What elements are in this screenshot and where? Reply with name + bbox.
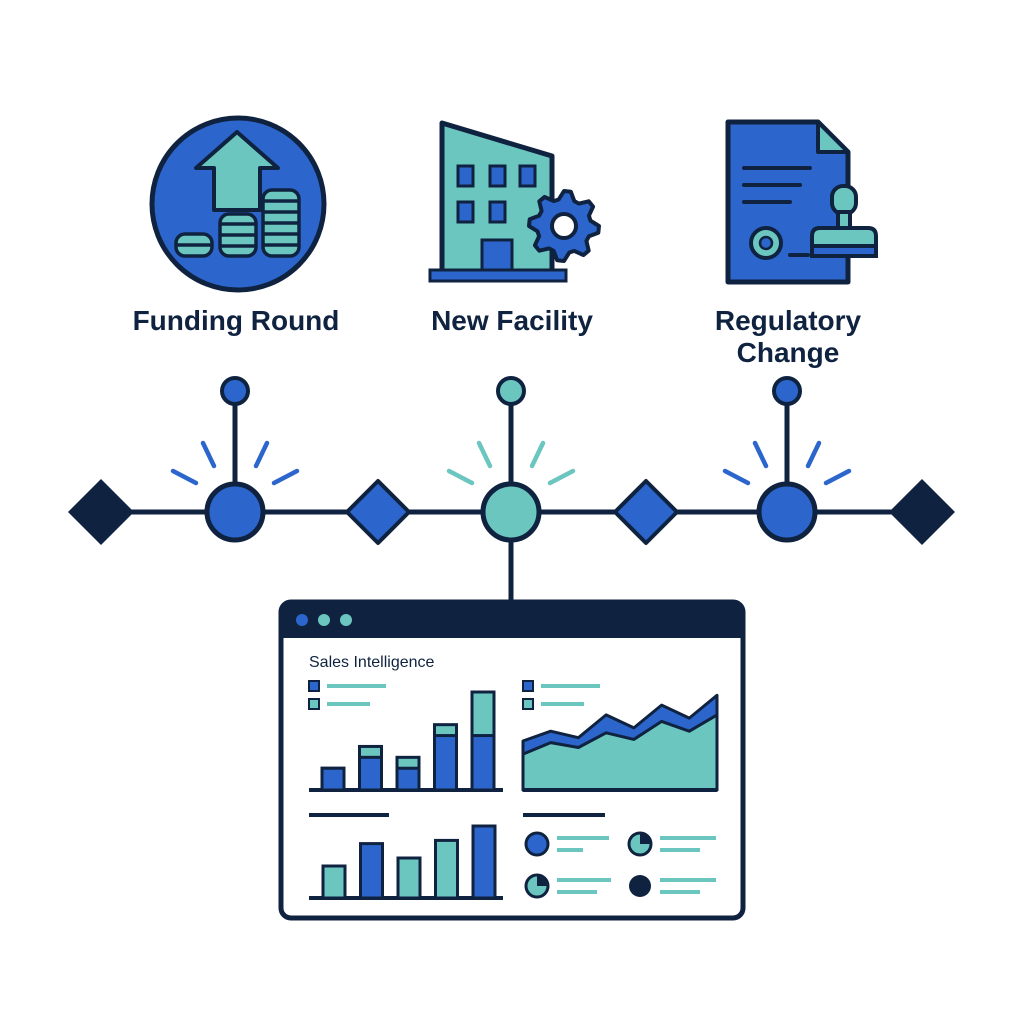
stat-dot-dark (629, 875, 651, 897)
stem-knob (772, 376, 802, 406)
timeline-node-new-facility[interactable] (480, 481, 542, 543)
timeline-diamond (345, 479, 411, 545)
building-gear-icon (428, 120, 601, 283)
event-label-regulatory-line2: Change (737, 337, 840, 368)
burst-rays (722, 440, 852, 486)
stem-knob (496, 376, 526, 406)
bar-segment (358, 755, 383, 792)
chart-legend (308, 680, 386, 710)
bar (359, 842, 384, 900)
bar (471, 824, 497, 900)
pie-mini-icon (627, 831, 653, 857)
event-label-regulatory-line1: Regulatory (715, 305, 862, 336)
bar (321, 864, 347, 900)
dashboard-title: Sales Intelligence (309, 654, 435, 671)
stem-knob (220, 376, 250, 406)
bar-segment (395, 766, 421, 792)
bar-segment (320, 766, 346, 792)
area-chart (521, 693, 719, 792)
document-stamp-icon (725, 119, 878, 285)
area-series (521, 713, 719, 792)
bar (434, 838, 459, 900)
stacked-bar-chart (309, 690, 503, 792)
dashboard-window: Sales Intelligence (278, 599, 746, 921)
bar (396, 856, 422, 900)
event-label-funding-round: Funding Round (133, 305, 340, 336)
event-label-new-facility: New Facility (431, 305, 593, 336)
rising-coins-icon (149, 115, 327, 293)
window-dot[interactable] (318, 614, 330, 626)
pie-mini-icon (524, 873, 550, 899)
stat-dot-full (524, 831, 550, 857)
chart-legend (522, 680, 600, 710)
bar-chart (309, 824, 503, 900)
timeline-node-funding-round[interactable] (204, 481, 266, 543)
window-dot[interactable] (296, 614, 308, 626)
bar-segment (433, 734, 458, 792)
bar-segment (470, 734, 496, 792)
timeline-diamond-end-left (68, 479, 134, 545)
timeline-diamond (613, 479, 679, 545)
burst-rays (446, 440, 576, 486)
window-dot[interactable] (340, 614, 352, 626)
timeline (68, 376, 955, 602)
timeline-node-regulatory-change[interactable] (756, 481, 818, 543)
timeline-diamond-end-right (889, 479, 955, 545)
stat-list (524, 831, 716, 899)
burst-rays (170, 440, 300, 486)
